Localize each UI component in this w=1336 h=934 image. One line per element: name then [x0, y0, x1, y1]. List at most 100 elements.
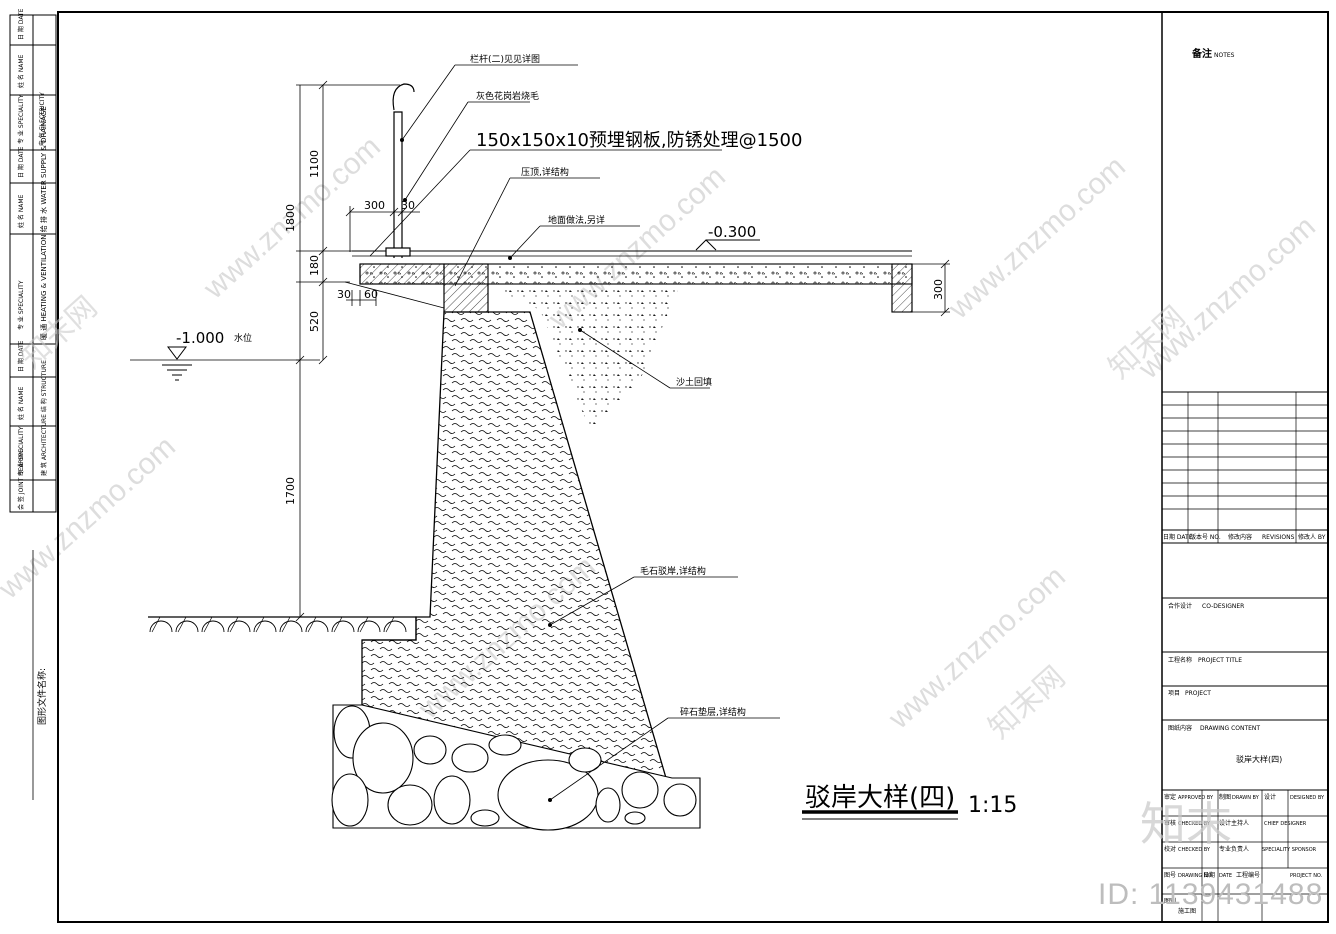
- dimension-text: 30: [337, 288, 351, 301]
- railing-label: 栏杆(二)见见详图: [470, 53, 540, 65]
- dimension-text: 1100: [308, 150, 321, 178]
- granite-label: 灰色花岗岩烧毛: [476, 90, 539, 102]
- watermark-text: www.znzmo.com: [942, 150, 1132, 326]
- steel-plate-label: 150x150x10预埋钢板,防锈处理@1500: [476, 130, 802, 151]
- strip-field-label: 日 期 DATE: [17, 8, 25, 40]
- sign-cell: 专业负责人: [1219, 845, 1249, 853]
- sign-cell: 日期: [1203, 871, 1215, 879]
- strip-field-label: 专 业 SPECIALITY: [17, 280, 25, 330]
- dimension-texts: 1800 1100 180 520 1700 300 30 30 60 300: [284, 150, 945, 505]
- sign-cell: DATE: [1219, 873, 1232, 879]
- sign-cell: CHIEF DESIGNER: [1264, 821, 1307, 827]
- brand-text: 知末网: [983, 660, 1072, 745]
- annotation-labels: 栏杆(二)见见详图 灰色花岗岩烧毛 150x150x10预埋钢板,防锈处理@15…: [470, 53, 802, 718]
- sheet-name-label: 图形文件名称:: [36, 668, 48, 725]
- sign-cell: 校对: [1164, 845, 1176, 853]
- gravel-cushion: [331, 704, 701, 831]
- sign-cell: CHECKED BY: [1178, 847, 1211, 853]
- leader-dots: [400, 138, 582, 802]
- sign-cell: 工程编号: [1236, 871, 1260, 879]
- sign-cell: DESIGNED BY: [1290, 795, 1325, 801]
- drawing-content-label-en: DRAWING CONTENT: [1200, 725, 1260, 732]
- watermark-text: www.znzmo.com: [1132, 210, 1322, 386]
- sign-cell: 制图: [1219, 793, 1231, 801]
- strip-field-label: 姓 名 NAME: [17, 194, 25, 228]
- sign-cell: 设计主持人: [1219, 819, 1249, 827]
- dimension-text: 520: [308, 311, 321, 332]
- strip-discipline-label: 暖 通 HEATING & VENTILATION 给 排 水 WATER SU…: [39, 106, 48, 340]
- leader-lines: [344, 64, 780, 801]
- gravel-bed-label: 碎石垫层,详结构: [680, 706, 746, 718]
- drawing-scale: 1:15: [968, 793, 1017, 818]
- watermark-layer: www.znzmo.com www.znzmo.com www.znzmo.co…: [0, 130, 1322, 736]
- left-strip-labels: 日 期 DATE 姓 名 NAME 专 业 SPECIALITY 电 气 ELE…: [17, 8, 48, 725]
- title-block-labels: 备注 NOTES 日期 DATE 版本号 NO. 修改内容 REVISIONS …: [1163, 47, 1326, 915]
- project-title-label-en: PROJECT TITLE: [1198, 657, 1242, 664]
- notes-label-en: NOTES: [1214, 52, 1235, 59]
- paving-label: 地面做法,另详: [548, 214, 605, 226]
- revision-by-header: 修改人 BY: [1298, 533, 1326, 541]
- ground-line: [148, 616, 417, 641]
- revision-date-header: 日期 DATE: [1163, 533, 1193, 541]
- sign-cell: CHECKED BY: [1178, 821, 1211, 827]
- drawing-title-group: 驳岸大样(四) 1:15: [802, 783, 1017, 820]
- rubble-retaining-wall: [361, 311, 667, 779]
- notes-label: 备注: [1191, 47, 1212, 60]
- coping-label: 压顶,详结构: [521, 166, 569, 178]
- strip-field-label: 会 签 JOINT HEARING: [17, 448, 25, 510]
- dimension-text: 300: [364, 199, 385, 212]
- co-designer-label: 合作设计: [1168, 602, 1192, 610]
- dimension-text: 180: [308, 255, 321, 276]
- project-title-label: 工程名称: [1168, 656, 1192, 664]
- top-elevation-text: -0.300: [708, 223, 756, 241]
- backfill-label: 沙土回填: [676, 376, 712, 388]
- asset-id-watermark: ID: 1139431488: [1098, 878, 1324, 911]
- sign-cell: DRAWN BY: [1232, 795, 1260, 801]
- railing: [385, 83, 415, 258]
- project-label: 项目: [1168, 690, 1180, 697]
- strip-field-label: 专 业 SPECIALITY: [17, 426, 25, 476]
- co-designer-label-en: CO-DESIGNER: [1202, 603, 1244, 610]
- title-block: [1161, 12, 1328, 922]
- sign-cell: 审核: [1164, 819, 1176, 827]
- sheet-border: [57, 11, 1329, 923]
- dimension-text: 60: [364, 288, 378, 301]
- drawing-content-value: 驳岸大样(四): [1236, 754, 1282, 764]
- sign-cell: SPECIALITY SPONSOR: [1262, 847, 1317, 853]
- dimension-text: 1800: [284, 204, 297, 232]
- strip-field-label: 专 业 SPECIALITY: [17, 94, 25, 144]
- strip-field-label: 姓 名 NAME: [17, 54, 25, 88]
- sign-cell: 图别: [1164, 897, 1176, 905]
- sign-cell: DRAWING NO.: [1178, 873, 1213, 879]
- strip-field-label: 日 期 DATE: [17, 146, 25, 178]
- sign-cell: 施工图: [1178, 907, 1196, 915]
- drawing-title: 驳岸大样(四): [805, 783, 955, 813]
- left-signature-strip: [9, 14, 57, 800]
- sign-cell: PROJECT NO.: [1290, 873, 1323, 879]
- dimension-text: 30: [401, 199, 415, 212]
- paving-slab: [352, 250, 913, 313]
- strip-field-label: 日 期 DATE: [17, 340, 25, 372]
- watermark-text: www.znzmo.com: [0, 430, 182, 606]
- elevation-symbol: [695, 239, 760, 251]
- strip-discipline-label: 建 筑 ARCHITECTURE 结 构 STRUCTURE: [40, 360, 48, 476]
- dimension-lines: [130, 80, 950, 622]
- sign-cell: 图号: [1164, 872, 1176, 879]
- project-label-en: PROJECT: [1185, 690, 1211, 697]
- rubble-wall-label: 毛石驳岸,详结构: [640, 565, 706, 577]
- water-level-symbol: [162, 346, 192, 381]
- strip-field-label: 姓 名 NAME: [17, 386, 25, 420]
- water-level-text: 水位: [234, 332, 252, 344]
- brand-text: 知末网: [15, 290, 104, 375]
- strip-discipline-label: 电 气 ELECTRICITY: [38, 92, 46, 146]
- brand-logo: 知末: [1140, 798, 1232, 850]
- dimension-text: 300: [932, 279, 945, 300]
- sand-backfill: [488, 285, 680, 430]
- water-elevation-text: -1.000: [176, 329, 224, 347]
- drawing-content-label: 图纸内容: [1168, 724, 1192, 732]
- sign-cell: 审定: [1164, 793, 1176, 801]
- revision-revisions-header: REVISIONS: [1262, 534, 1295, 541]
- revision-content-header: 修改内容: [1228, 533, 1252, 541]
- dimension-text: 1700: [284, 477, 297, 505]
